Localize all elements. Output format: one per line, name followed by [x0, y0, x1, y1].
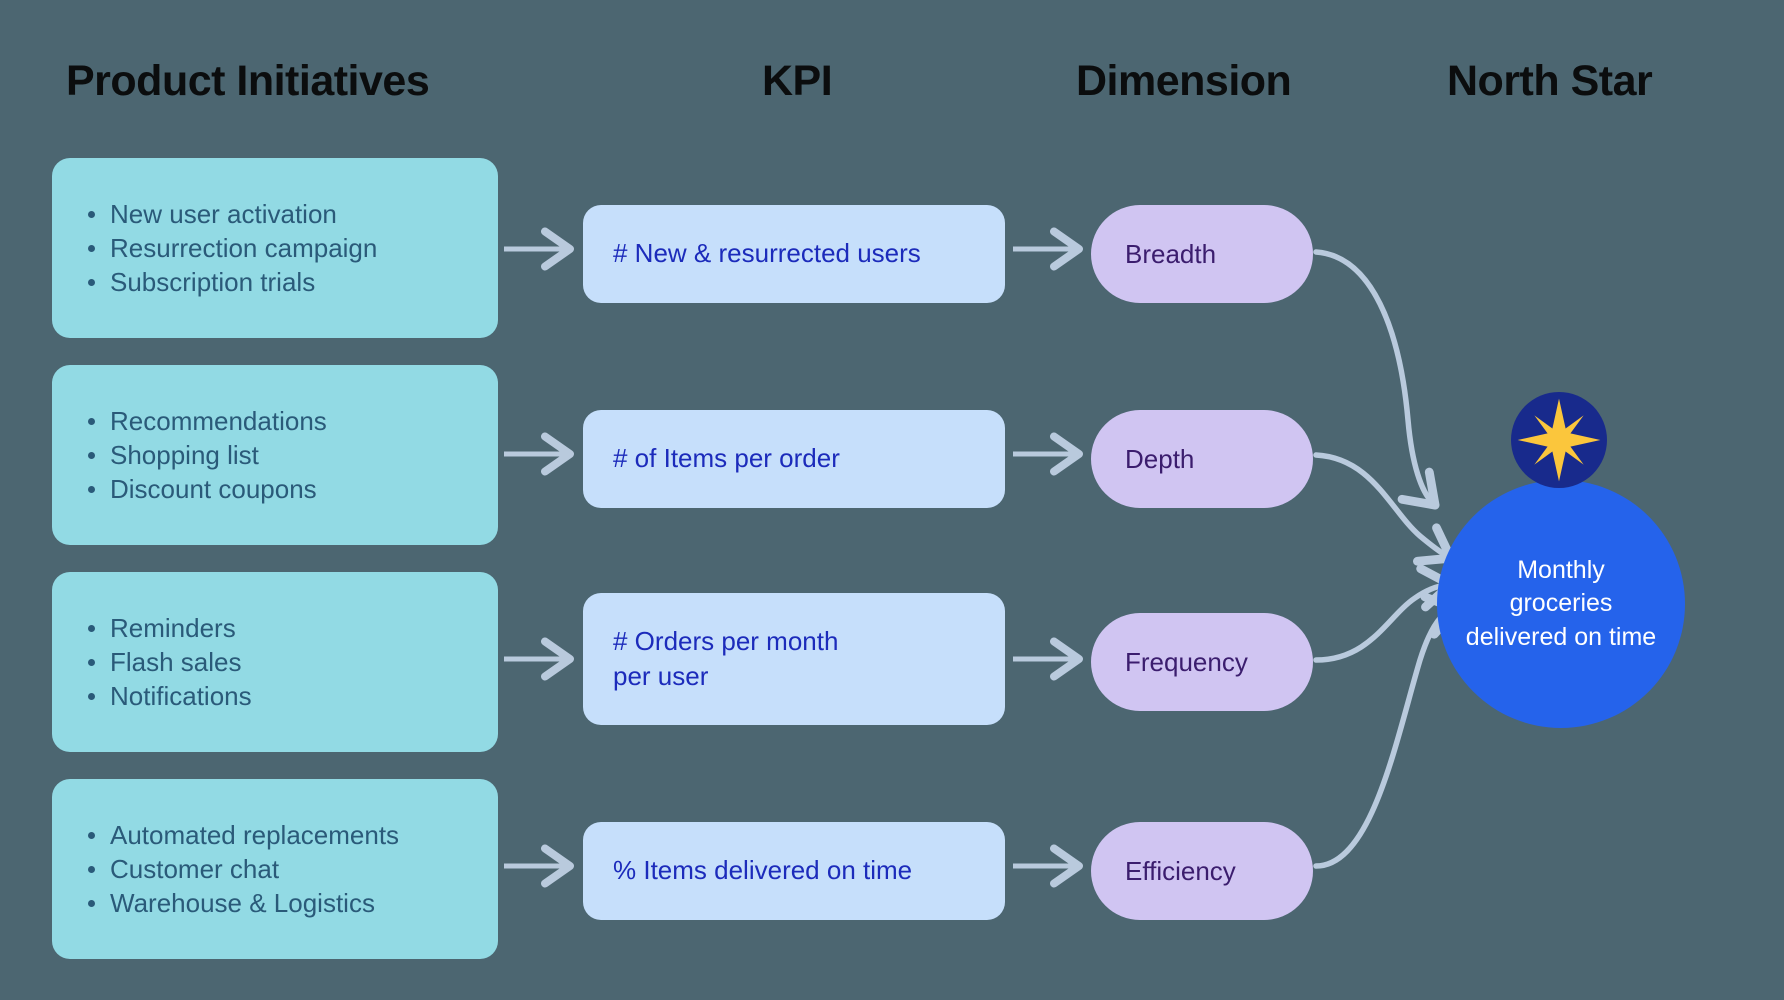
initiative-list: New user activation Resurrection campaig…: [82, 197, 472, 300]
list-item: New user activation: [82, 197, 472, 231]
kpi-card[interactable]: # of Items per order: [583, 410, 1005, 508]
kpi-card[interactable]: # Orders per month per user: [583, 593, 1005, 725]
north-star-group: Monthly groceries delivered on time: [1437, 392, 1685, 728]
initiative-card[interactable]: Recommendations Shopping list Discount c…: [52, 365, 498, 545]
dimension-pill[interactable]: Breadth: [1091, 205, 1313, 303]
initiative-list: Reminders Flash sales Notifications: [82, 611, 472, 714]
initiative-list: Recommendations Shopping list Discount c…: [82, 404, 472, 507]
curved-arrow-frequency-to-north-star: [1313, 564, 1455, 663]
curved-arrow-efficiency-to-north-star: [1313, 592, 1461, 869]
kpi-card[interactable]: % Items delivered on time: [583, 822, 1005, 920]
column-header-kpi: KPI: [762, 57, 833, 105]
list-item: Shopping list: [82, 438, 472, 472]
initiative-card[interactable]: New user activation Resurrection campaig…: [52, 158, 498, 338]
list-item: Customer chat: [82, 852, 472, 886]
kpi-card[interactable]: # New & resurrected users: [583, 205, 1005, 303]
initiative-card[interactable]: Reminders Flash sales Notifications: [52, 572, 498, 752]
list-item: Reminders: [82, 611, 472, 645]
eight-point-star-icon: [1517, 398, 1601, 482]
list-item: Notifications: [82, 679, 472, 713]
list-item: Subscription trials: [82, 265, 472, 299]
curved-arrow-depth-to-north-star: [1313, 452, 1456, 566]
column-header-dimension: Dimension: [1076, 57, 1292, 105]
list-item: Flash sales: [82, 645, 472, 679]
dimension-pill[interactable]: Frequency: [1091, 613, 1313, 711]
north-star-circle[interactable]: Monthly groceries delivered on time: [1437, 480, 1685, 728]
list-item: Automated replacements: [82, 818, 472, 852]
column-header-product-initiatives: Product Initiatives: [66, 57, 430, 105]
list-item: Discount coupons: [82, 472, 472, 506]
list-item: Resurrection campaign: [82, 231, 472, 265]
initiative-list: Automated replacements Customer chat War…: [82, 818, 472, 921]
list-item: Warehouse & Logistics: [82, 886, 472, 920]
column-header-north-star: North Star: [1447, 57, 1653, 105]
initiative-card[interactable]: Automated replacements Customer chat War…: [52, 779, 498, 959]
curved-arrow-breadth-to-north-star: [1313, 249, 1440, 510]
list-item: Recommendations: [82, 404, 472, 438]
dimension-pill[interactable]: Efficiency: [1091, 822, 1313, 920]
dimension-pill[interactable]: Depth: [1091, 410, 1313, 508]
north-star-badge: [1511, 392, 1607, 488]
